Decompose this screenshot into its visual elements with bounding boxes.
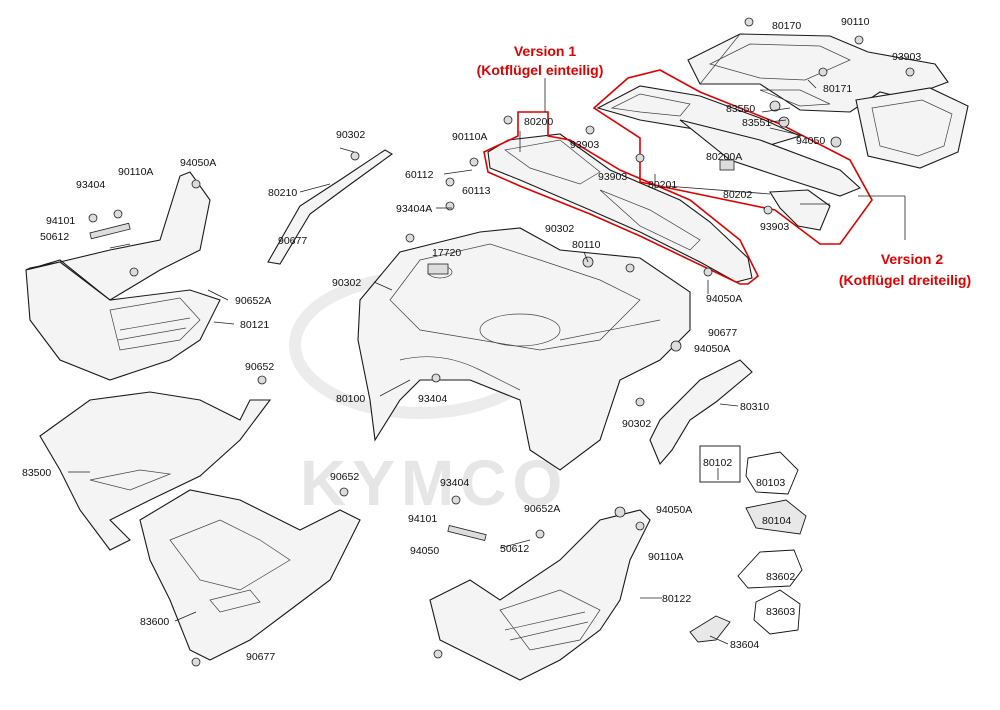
right-footwell-80122 [429,509,651,681]
label-93404-c: 93404 [440,477,469,489]
decal-83602 [737,549,803,589]
watermark-text: KYMCO [300,447,568,519]
label-90652A-left: 90652A [235,295,271,307]
label-93903: 93903 [892,51,921,63]
label-80103: 80103 [756,477,785,489]
label-93903-b: 93903 [570,139,599,151]
label-90110A-left: 90110A [118,166,153,178]
rear-fender-3piece [596,85,862,231]
label-60113: 60113 [462,185,491,197]
label-83604: 83604 [730,639,759,651]
rear-fender-80200 [487,133,753,283]
label-80200A: 80200A [706,151,742,163]
label-94101-a: 94101 [46,215,75,227]
leader-lines [68,78,906,645]
label-50612-b: 50612 [500,543,529,555]
decal-80104 [745,499,807,535]
label-94050A-right2: 94050A [694,343,730,355]
label-93404-a: 93404 [76,179,105,191]
version1-subtitle: (Kotflügel einteilig) [477,62,604,78]
version1-outline [483,111,760,285]
label-94101-b: 94101 [408,513,437,525]
version2-outline [592,69,873,245]
version2-subtitle: (Kotflügel dreiteilig) [839,272,971,288]
left-footwell-80121 [25,171,221,381]
label-80201: 80201 [648,179,677,191]
label-90652-b: 90652 [330,471,359,483]
label-80110: 80110 [572,239,601,251]
part-labels: 80170 90110 93903 80171 83550 83551 9405… [22,16,921,663]
decal-80102 [699,445,741,483]
main-body-80100 [357,227,691,471]
label-93903-c: 93903 [598,171,627,183]
label-80200: 80200 [524,116,553,128]
label-94050A-bottom: 94050A [656,504,692,516]
label-80202: 80202 [723,189,752,201]
decal-80103 [745,451,799,495]
label-83603: 83603 [766,606,795,618]
label-90652: 90652 [245,361,274,373]
label-80170: 80170 [772,20,801,32]
label-94050A-left: 94050A [180,157,216,169]
label-17720: 17720 [432,247,461,259]
label-50612-a: 50612 [40,231,69,243]
label-93903-d: 93903 [760,221,789,233]
label-80104: 80104 [762,515,791,527]
hardware-fasteners [88,17,915,667]
label-90302-b: 90302 [332,277,361,289]
label-94050: 94050 [796,135,825,147]
label-90302-d: 90302 [622,418,651,430]
label-90302-c: 90302 [545,223,574,235]
side-cover-83500 [39,391,272,551]
decal-83603 [753,589,801,635]
label-80100: 80100 [336,393,365,405]
label-93404A: 93404A [396,203,432,215]
side-guard-80310 [649,359,753,466]
label-83600: 83600 [140,616,169,628]
rear-bar-80210 [267,149,394,265]
version1-title: Version 1 [514,43,576,59]
label-80122: 80122 [662,593,691,605]
label-94050A-right: 94050A [706,293,742,305]
label-83602: 83602 [766,571,795,583]
label-80102: 80102 [703,457,732,469]
label-90677-c: 90677 [246,651,275,663]
label-80171: 80171 [823,83,852,95]
label-80121: 80121 [240,319,269,331]
label-93404-b: 93404 [418,393,447,405]
label-90302-a: 90302 [336,129,365,141]
footwell-cover-83600 [139,489,361,661]
label-94050-b: 94050 [410,545,439,557]
label-83551: 83551 [742,117,771,129]
label-90677-b: 90677 [708,327,737,339]
label-80310: 80310 [740,401,769,413]
label-80210: 80210 [268,187,297,199]
decal-83604 [689,615,731,643]
label-90652A-bottom: 90652A [524,503,560,515]
label-83500: 83500 [22,467,51,479]
label-90110A-bottom: 90110A [648,551,683,563]
label-83550: 83550 [726,103,755,115]
label-60112: 60112 [405,169,434,181]
version2-title: Version 2 [881,251,943,267]
rear-rack-80170 [687,33,969,169]
label-90677-a: 90677 [278,235,307,247]
label-90110A-center: 90110A [452,131,487,143]
label-90110: 90110 [841,16,870,28]
